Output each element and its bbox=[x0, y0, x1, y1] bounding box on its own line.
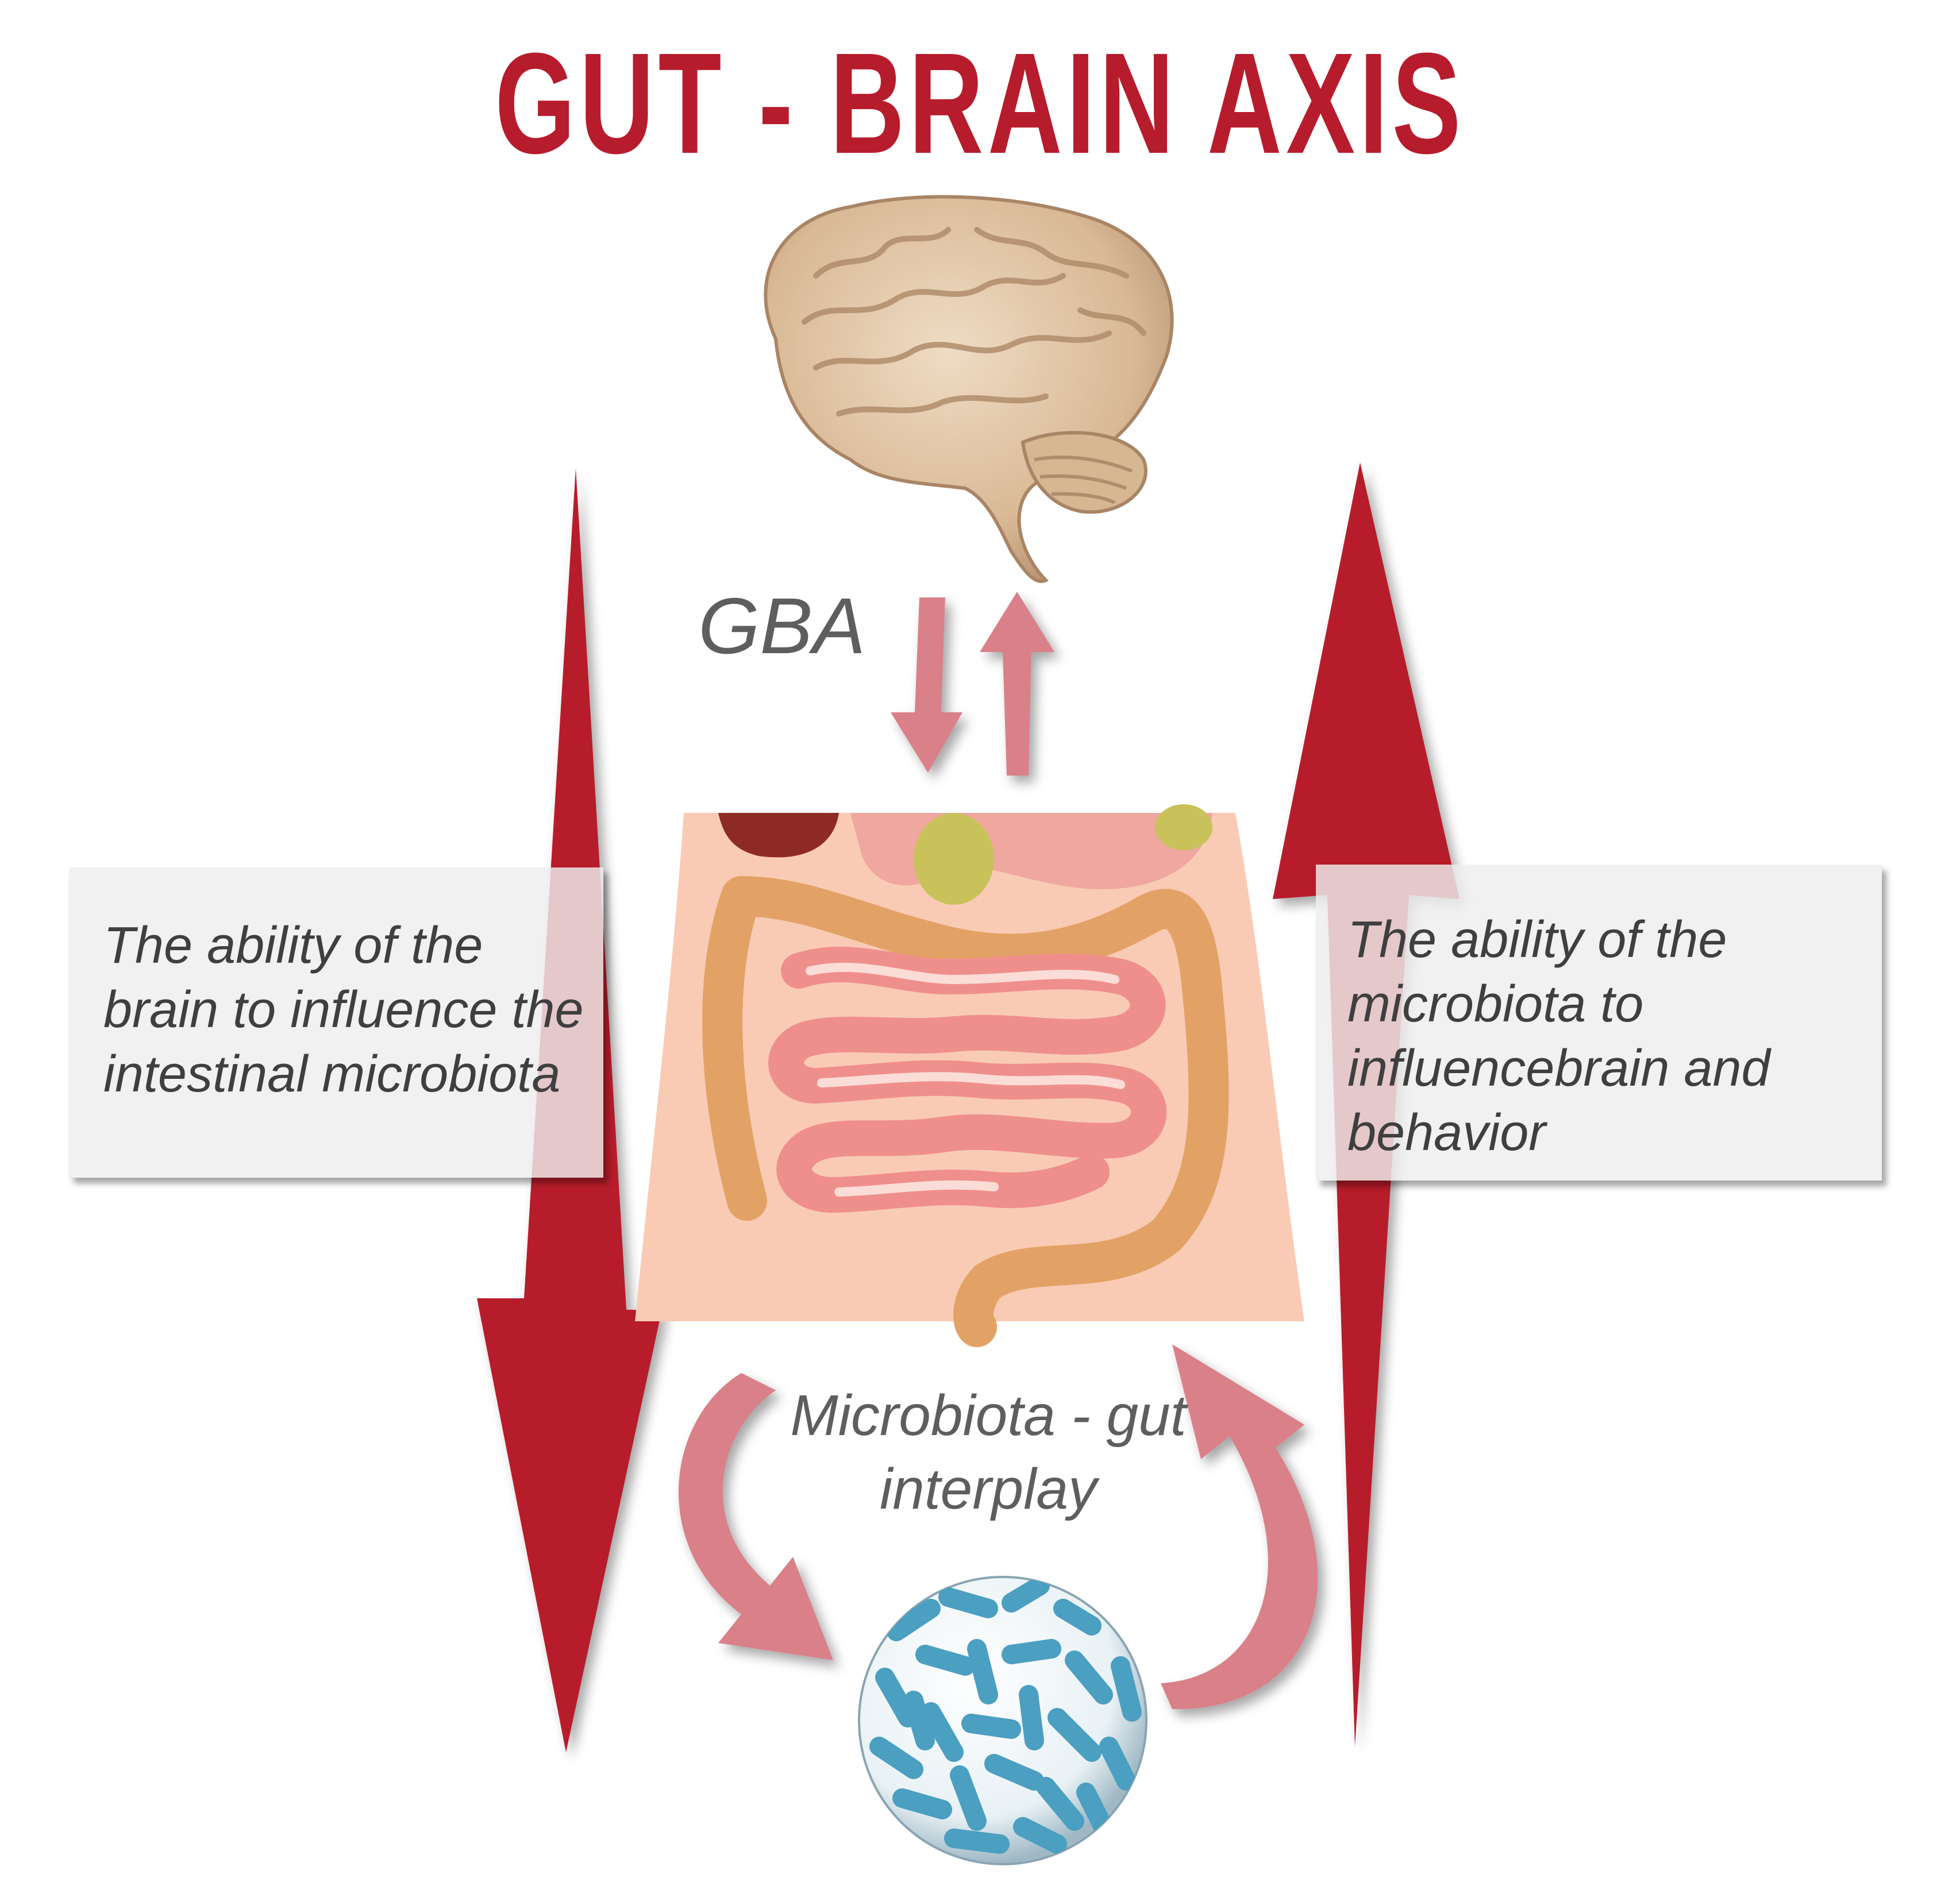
microbiota-to-brain-text: The ability of the microbiota to influen… bbox=[1347, 911, 1770, 1162]
brain-to-microbiota-text: The ability of the brain to influence th… bbox=[103, 917, 584, 1103]
microbiota-to-brain-box: The ability of the microbiota to influen… bbox=[1316, 865, 1882, 1181]
gut-image bbox=[635, 804, 1304, 1347]
page-title: GUT - BRAIN AXIS bbox=[495, 23, 1465, 183]
interplay-label: Microbiota - gut interplay bbox=[790, 1383, 1187, 1521]
brain-to-microbiota-box: The ability of the brain to influence th… bbox=[69, 867, 603, 1178]
microbiota-sphere-image bbox=[858, 1576, 1147, 1865]
interplay-gut-to-microbiota-arrow bbox=[678, 1373, 833, 1660]
interplay-microbiota-to-gut-arrow bbox=[1161, 1344, 1318, 1710]
gba-label: GBA bbox=[698, 582, 866, 670]
gba-up-arrow bbox=[980, 592, 1054, 776]
brain-image bbox=[764, 195, 1174, 583]
gba-down-arrow bbox=[891, 597, 962, 773]
